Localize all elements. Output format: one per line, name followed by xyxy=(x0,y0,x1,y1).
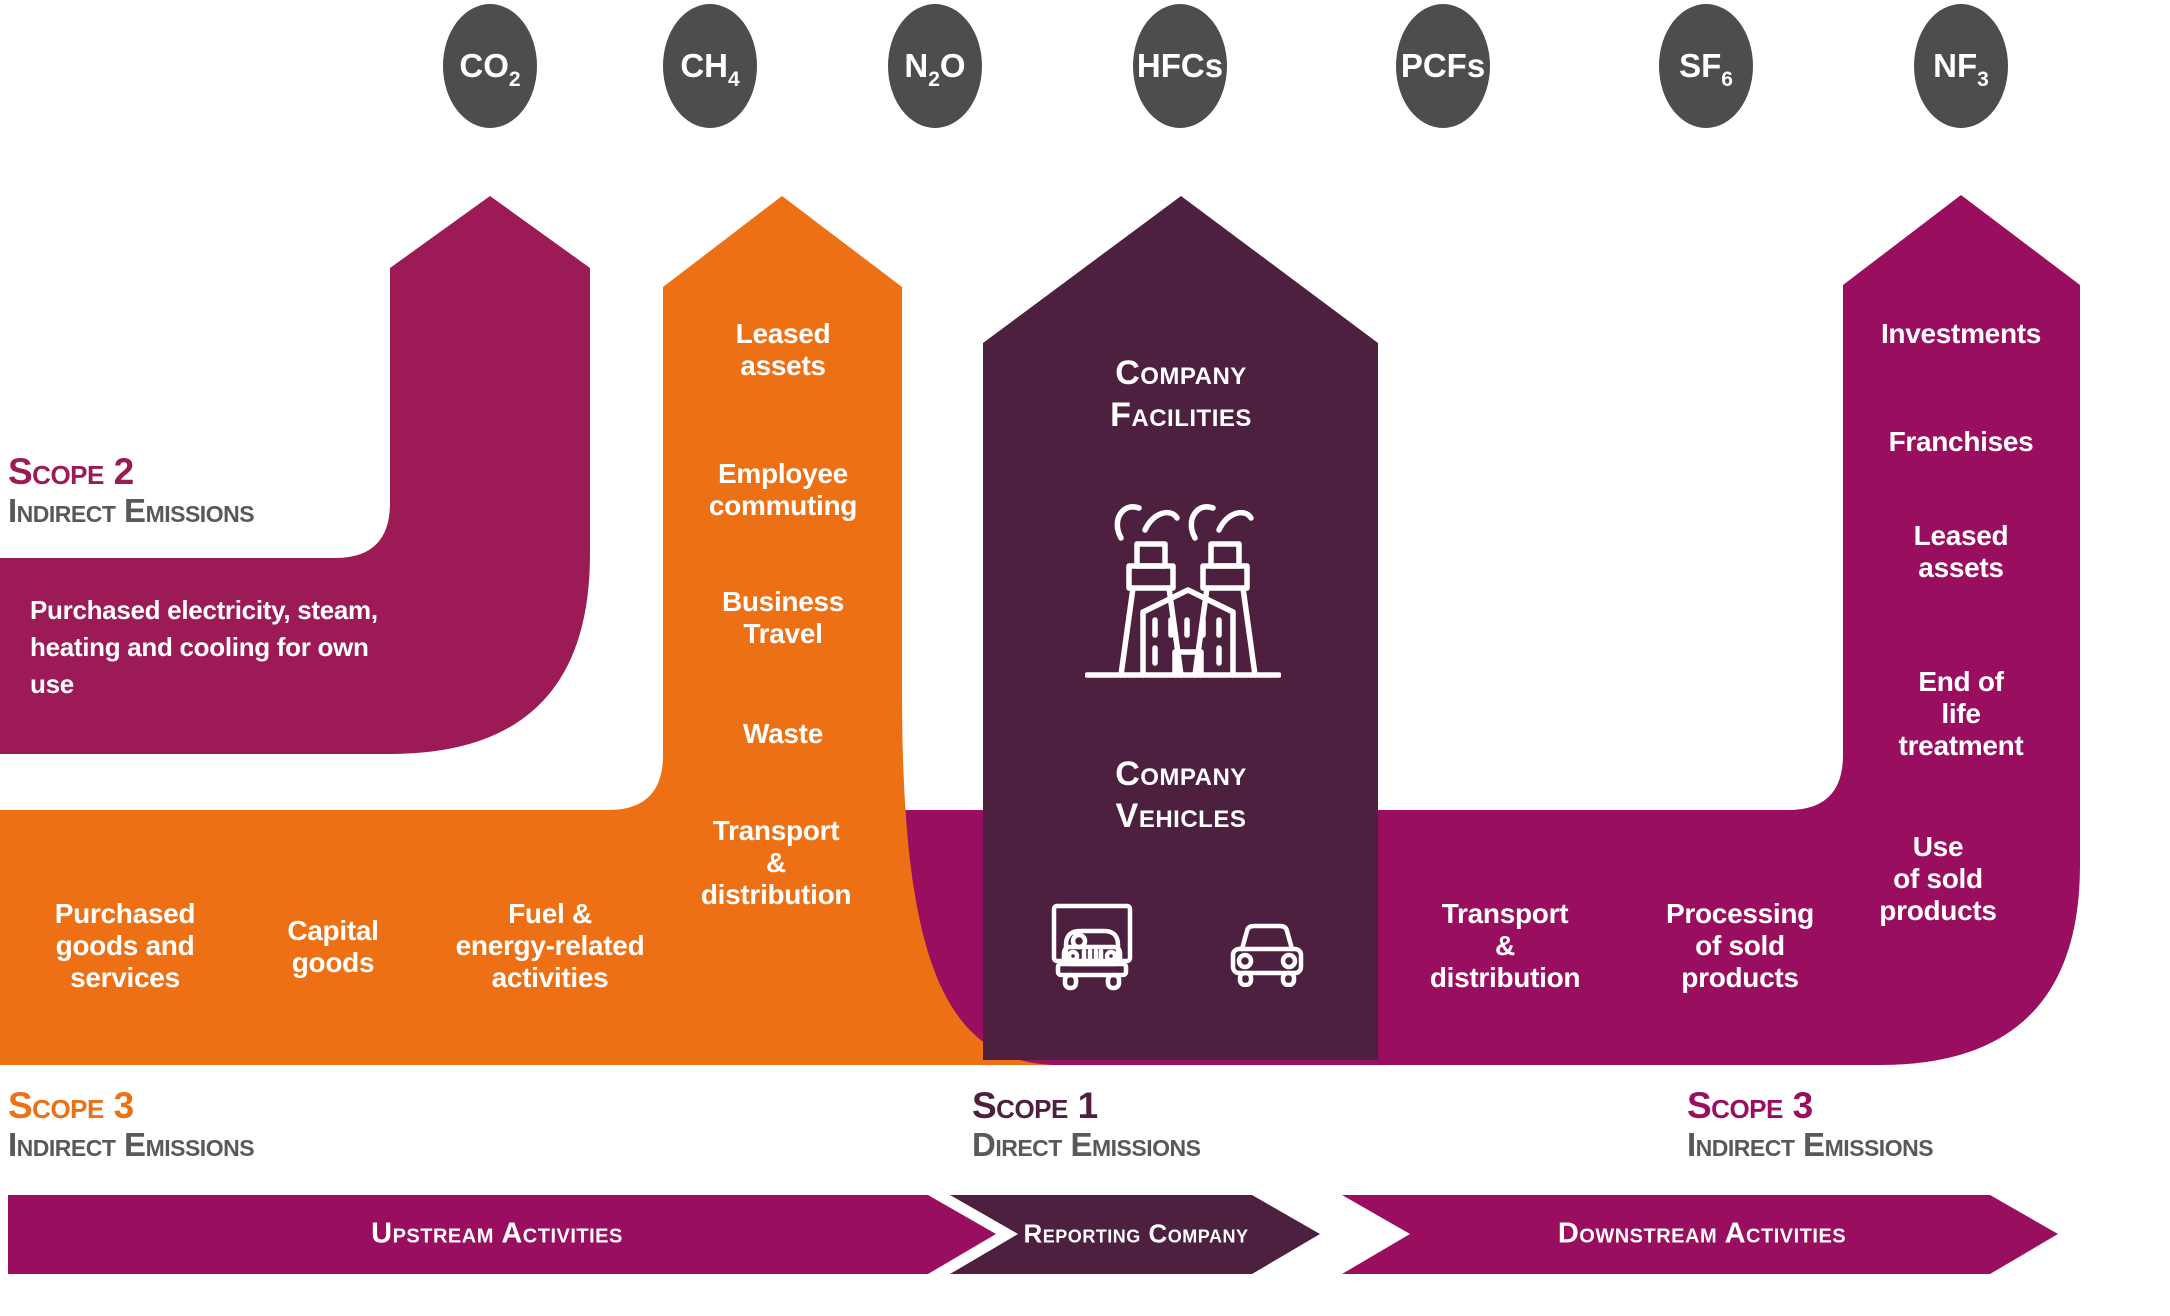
downstream-bar-shape xyxy=(1342,1195,2058,1274)
scope3-upstream-label: Scope 3 Indirect Emissions xyxy=(8,1085,255,1164)
truck-icon xyxy=(1051,903,1133,991)
scope1-label: Scope 1 Direct Emissions xyxy=(972,1085,1201,1164)
gas-subscript: 2 xyxy=(928,68,940,91)
gas-label: CO xyxy=(459,47,509,84)
scope1-house-shape xyxy=(983,196,1378,1060)
gas-subscript: 4 xyxy=(727,68,740,91)
upstream-item-business-travel: Business Travel xyxy=(721,586,845,649)
downstream-item-use-of-sold: Use of sold products xyxy=(1879,831,1997,926)
scope3-downstream-label-type: Indirect Emissions xyxy=(1687,1126,1934,1163)
scope3-upstream-arrow-shape xyxy=(0,196,1060,1065)
upstream-item-transport-distribution: Transport & distribution xyxy=(700,815,852,910)
scope3-upstream-label-number: Scope 3 xyxy=(8,1085,134,1126)
gas-subscript: 2 xyxy=(508,68,521,91)
downstream-item-leased-assets: Leased assets xyxy=(1913,520,2009,583)
upstream-item-leased-assets: Leased assets xyxy=(735,318,831,381)
gas-label: HFCs xyxy=(1136,47,1224,84)
upstream-item-waste: Waste xyxy=(743,718,823,749)
gas-label-tail: O xyxy=(939,47,966,84)
upstream-bar-shape xyxy=(8,1195,996,1274)
downstream-item-end-of-life: End of life treatment xyxy=(1898,666,2024,761)
scope1-label-number: Scope 1 xyxy=(972,1085,1098,1126)
upstream-activities-label: Upstream Activities xyxy=(371,1217,623,1250)
downstream-item-franchises: Franchises xyxy=(1888,426,2034,457)
scope2-label-number: Scope 2 xyxy=(8,451,134,492)
scope1-label-type: Direct Emissions xyxy=(972,1126,1201,1163)
scope2-arrow-shape xyxy=(0,196,590,754)
scope2-label: Scope 2 Indirect Emissions xyxy=(8,451,255,530)
gas-label: SF xyxy=(1679,47,1722,84)
scope3-upstream-label-type: Indirect Emissions xyxy=(8,1126,255,1163)
scope3-downstream-label-number: Scope 3 xyxy=(1687,1085,1813,1126)
upstream-item-employee-commuting: Employee commuting xyxy=(708,458,858,521)
company-vehicles-title: Company Vehicles xyxy=(1115,755,1247,835)
gas-label: NF xyxy=(1933,47,1978,84)
scope2-label-type: Indirect Emissions xyxy=(8,492,255,529)
upstream-item-purchased-goods: Purchased goods and services xyxy=(54,898,196,993)
reporting-company-label: Reporting Company xyxy=(1023,1218,1249,1249)
company-facilities-title: Company Facilities xyxy=(1110,354,1252,434)
gas-circle-pcfs: PCFs xyxy=(1396,4,1490,128)
scope3-downstream-label: Scope 3 Indirect Emissions xyxy=(1687,1085,1934,1164)
gas-subscript: 3 xyxy=(1977,68,1989,91)
gas-label: PCFs xyxy=(1400,47,1486,84)
scope2-band-text: Purchased electricity, steam, heating an… xyxy=(30,595,378,699)
gas-circle-hfcs: HFCs xyxy=(1133,4,1227,128)
factory-icon xyxy=(1085,504,1281,678)
upstream-item-fuel-energy: Fuel & energy-related activities xyxy=(455,898,645,993)
downstream-item-processing-sold: Processing of sold products xyxy=(1666,898,1814,993)
car-icon xyxy=(1230,923,1304,987)
gas-subscript: 6 xyxy=(1721,68,1733,91)
downstream-activities-label: Downstream Activities xyxy=(1557,1217,1847,1250)
downstream-item-transport-distribution: Transport & distribution xyxy=(1429,898,1581,993)
gas-label: N xyxy=(904,47,929,84)
gas-label: CH xyxy=(680,47,728,84)
upstream-item-capital-goods: Capital goods xyxy=(287,915,379,978)
reporting-bar-shape xyxy=(950,1195,1320,1274)
downstream-item-investments: Investments xyxy=(1880,318,2042,349)
